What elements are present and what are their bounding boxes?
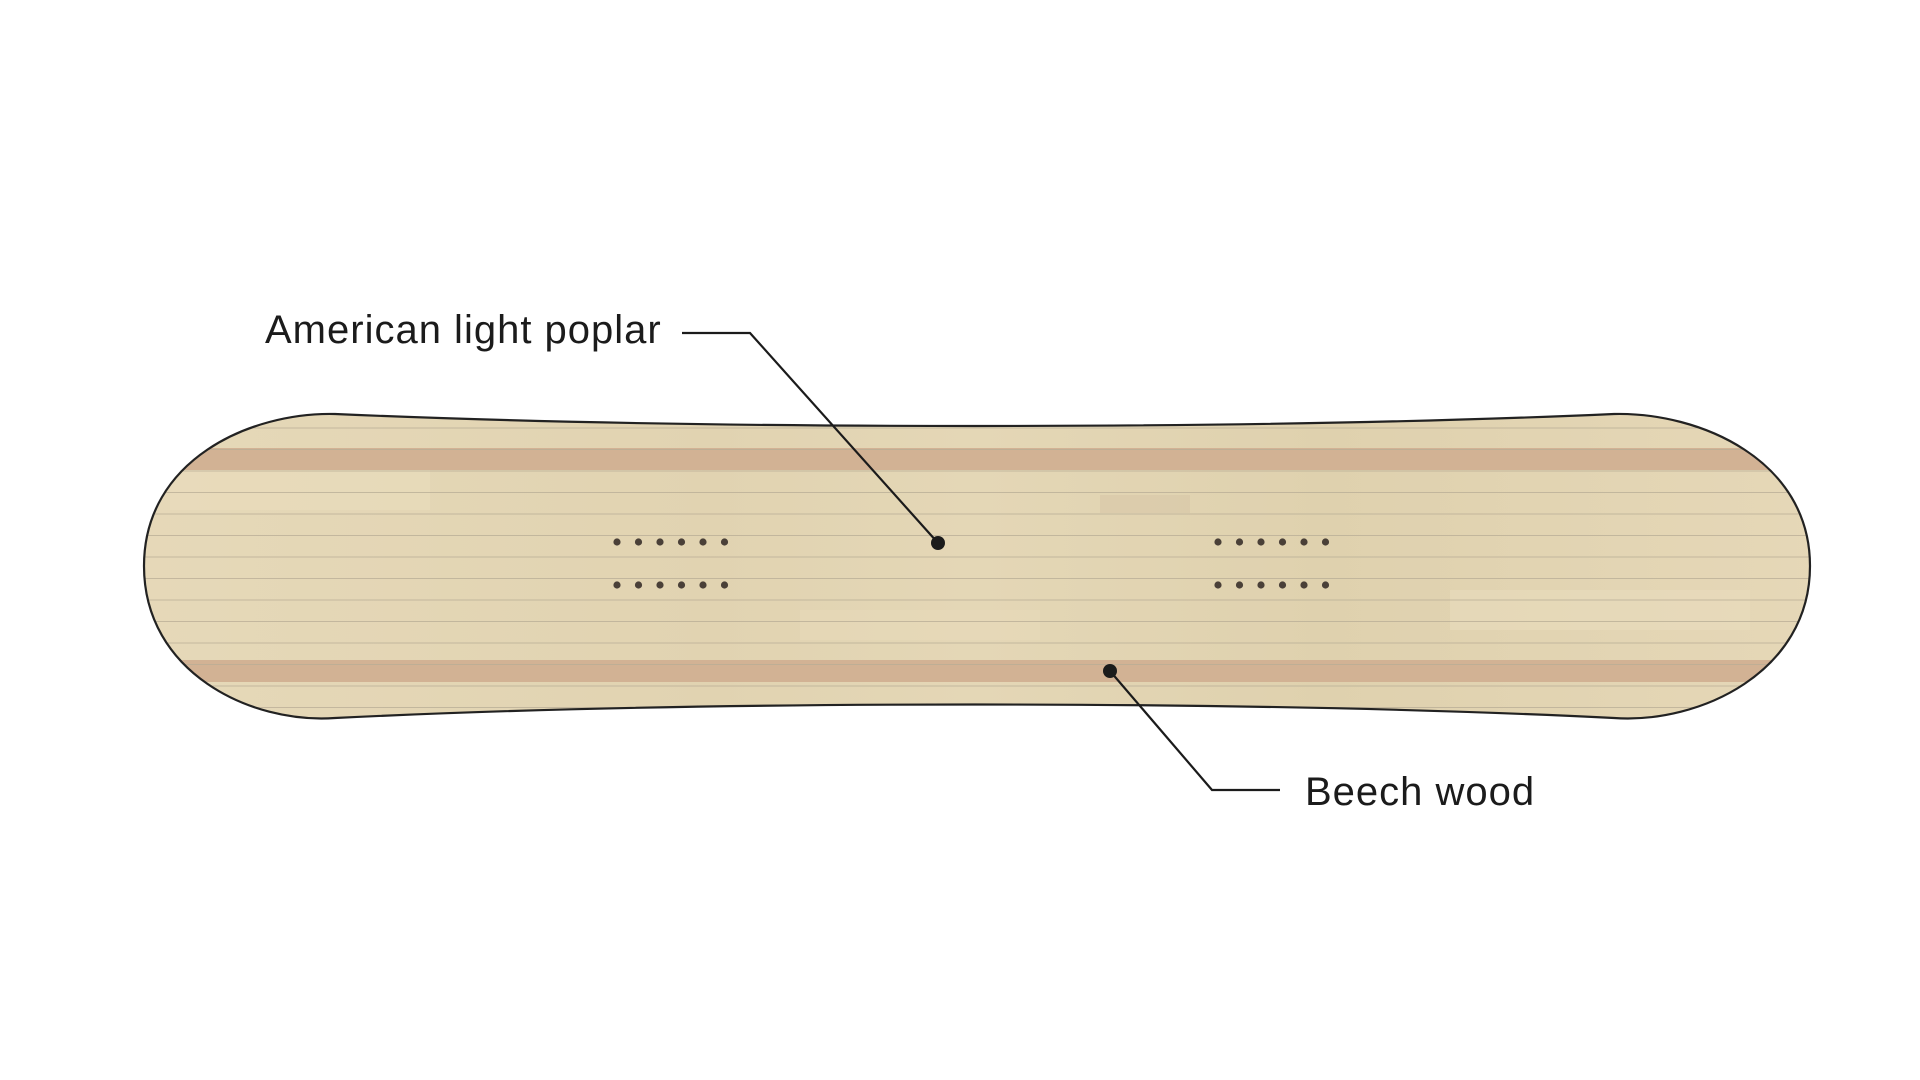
- insert-hole: [720, 581, 729, 589]
- wood-patch: [170, 470, 430, 510]
- insert-hole: [699, 538, 707, 546]
- insert-hole: [634, 581, 643, 589]
- insert-hole: [613, 538, 621, 546]
- insert-hole: [1235, 538, 1244, 546]
- insert-hole: [1235, 581, 1244, 589]
- beech-stringer-bottom: [144, 660, 1810, 682]
- callout-beech: Beech wood: [1103, 664, 1535, 814]
- binding-inserts: [613, 538, 1330, 589]
- beech-stringer-top: [144, 448, 1810, 470]
- insert-hole: [677, 538, 686, 546]
- insert-hole: [677, 581, 686, 589]
- insert-hole: [1214, 538, 1222, 546]
- insert-hole: [1257, 538, 1265, 546]
- insert-hole: [1278, 581, 1287, 589]
- leader-line-beech: [1109, 670, 1280, 792]
- leader-dot-poplar: [931, 536, 945, 550]
- insert-hole: [699, 581, 707, 589]
- insert-hole: [1300, 538, 1308, 546]
- callout-poplar: American light poplar: [265, 308, 945, 550]
- insert-hole: [656, 581, 664, 589]
- wood-patch: [1450, 590, 1750, 630]
- callout-label-beech: Beech wood: [1305, 770, 1535, 814]
- insert-hole: [634, 538, 643, 546]
- insert-hole: [720, 538, 729, 546]
- insert-hole: [1257, 581, 1265, 589]
- callout-label-poplar: American light poplar: [265, 308, 662, 352]
- wood-patch: [1100, 495, 1190, 513]
- insert-hole: [1214, 581, 1222, 589]
- insert-hole: [1321, 538, 1330, 546]
- snowboard-outline: [142, 412, 1812, 720]
- snowboard-core: [144, 413, 1810, 719]
- leader-dot-beech: [1103, 664, 1117, 678]
- insert-hole: [1278, 538, 1287, 546]
- wood-patch: [800, 610, 1040, 640]
- leader-line-poplar: [682, 331, 939, 544]
- insert-hole: [1321, 581, 1330, 589]
- insert-hole: [613, 581, 621, 589]
- insert-hole: [1300, 581, 1308, 589]
- insert-hole: [656, 538, 664, 546]
